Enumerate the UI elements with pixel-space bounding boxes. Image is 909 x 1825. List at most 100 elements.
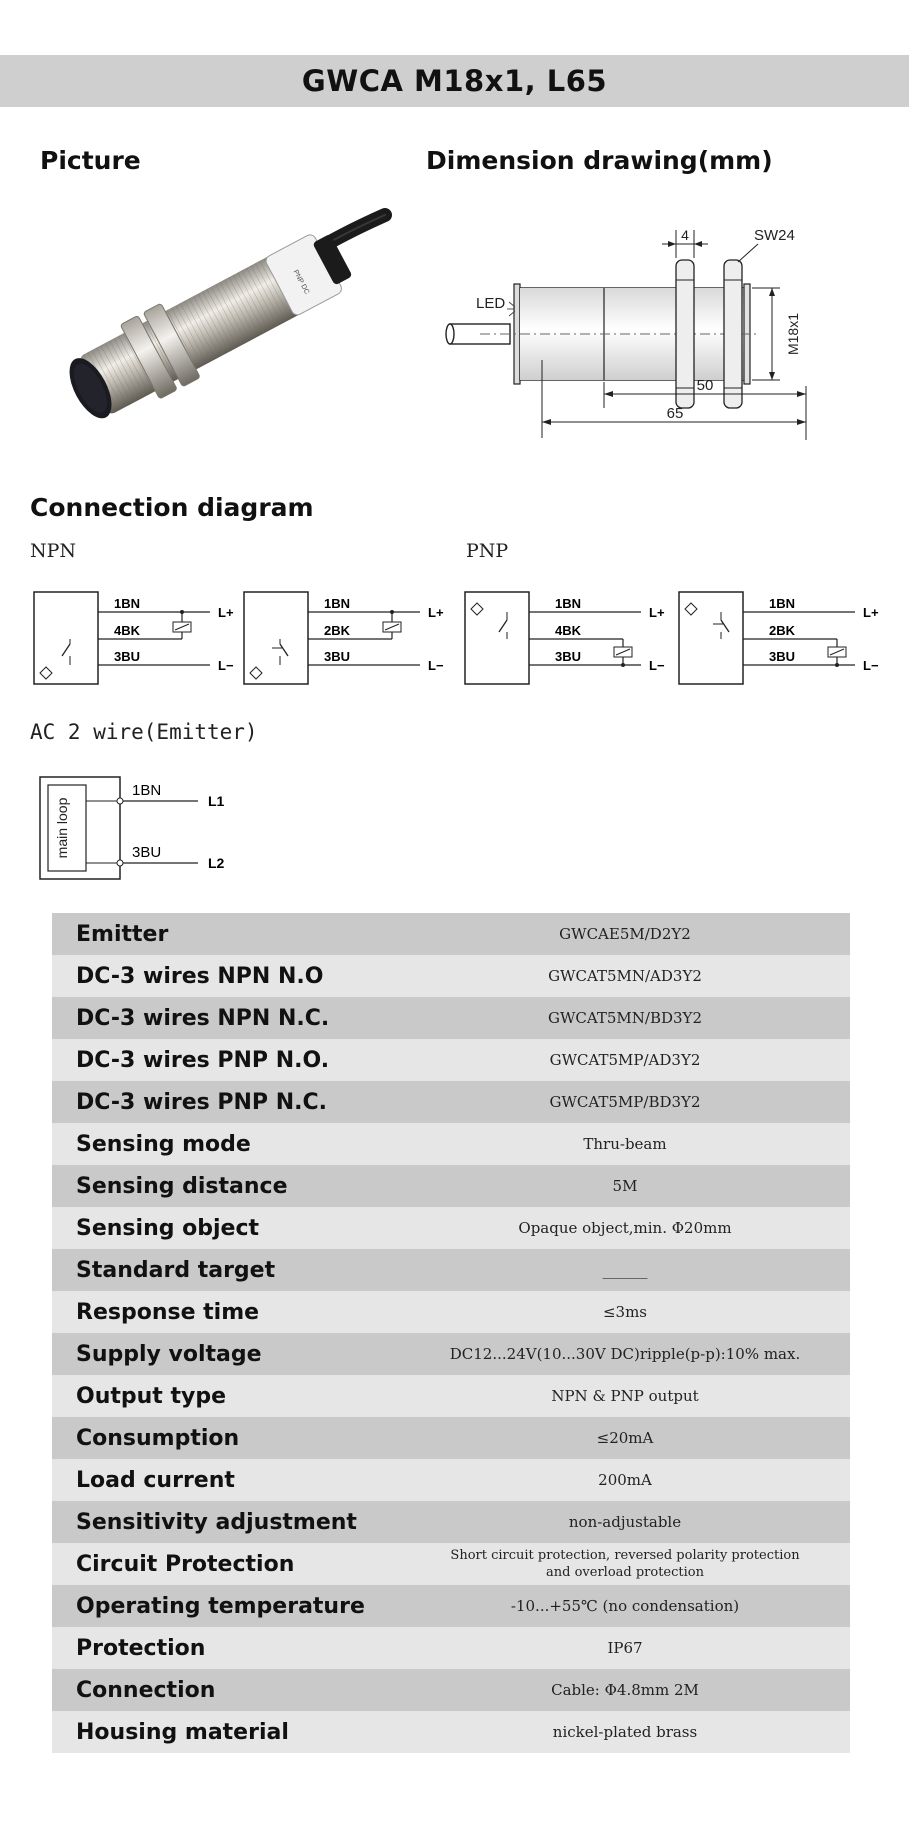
spec-label: DC-3 wires NPN N.C.: [52, 997, 400, 1039]
spec-value: Opaque object,min. Φ20mm: [400, 1207, 850, 1249]
spec-label: DC-3 wires PNP N.C.: [52, 1081, 400, 1123]
pnp-label: PNP: [466, 540, 509, 562]
spec-label: Emitter: [52, 913, 400, 955]
spec-label: Connection: [52, 1669, 400, 1711]
wiring-npn-nc: 1BN 2BK 3BU L+ L−: [243, 591, 444, 685]
spec-value: 200mA: [400, 1459, 850, 1501]
table-row: DC-3 wires PNP N.C.GWCAT5MP/BD3Y2: [52, 1081, 850, 1123]
spec-label: Response time: [52, 1291, 400, 1333]
svg-text:2BK: 2BK: [324, 623, 351, 638]
spec-label: Sensing mode: [52, 1123, 400, 1165]
wiring-ac-2wire: main loop 1BN 3BU L1 L2: [39, 776, 225, 880]
svg-text:L+: L+: [218, 605, 234, 620]
thread-length-label: 50: [697, 377, 714, 394]
sensor-photo: PNP DC: [69, 208, 392, 419]
svg-text:3BU: 3BU: [114, 649, 140, 664]
spec-value: nickel-plated brass: [400, 1711, 850, 1753]
spec-label: Sensing object: [52, 1207, 400, 1249]
svg-text:3BU: 3BU: [555, 649, 581, 664]
table-row: Circuit Protection Short circuit protecti…: [52, 1543, 850, 1585]
product-title: GWCA M18x1, L65: [301, 64, 608, 98]
led-label: LED: [476, 295, 505, 312]
svg-text:3BU: 3BU: [324, 649, 350, 664]
dimension-heading: Dimension drawing(mm): [426, 146, 773, 175]
spec-value: non-adjustable: [400, 1501, 850, 1543]
spec-label: Housing material: [52, 1711, 400, 1753]
sw-label: SW24: [754, 227, 795, 244]
thread-label: M18x1: [785, 313, 801, 355]
spec-label: DC-3 wires NPN N.O: [52, 955, 400, 997]
svg-text:main loop: main loop: [54, 797, 70, 858]
npn-label: NPN: [30, 540, 77, 562]
table-row: Response time≤3ms: [52, 1291, 850, 1333]
svg-text:L+: L+: [428, 605, 444, 620]
svg-text:L−: L−: [863, 658, 879, 673]
title-bar: GWCA M18x1, L65: [0, 55, 909, 107]
spec-label: Sensitivity adjustment: [52, 1501, 400, 1543]
svg-text:1BN: 1BN: [114, 596, 140, 611]
table-row: DC-3 wires PNP N.O.GWCAT5MP/AD3Y2: [52, 1039, 850, 1081]
spec-value-line: Short circuit protection, reversed polar…: [450, 1548, 800, 1563]
spec-value: ______: [400, 1249, 850, 1291]
spec-label: Sensing distance: [52, 1165, 400, 1207]
spec-value: ≤3ms: [400, 1291, 850, 1333]
spec-label: Consumption: [52, 1417, 400, 1459]
nut-width-label: 4: [681, 227, 689, 243]
spec-value: GWCAT5MN/AD3Y2: [400, 955, 850, 997]
svg-text:1BN: 1BN: [132, 782, 161, 799]
table-row: Consumption≤20mA: [52, 1417, 850, 1459]
spec-value: GWCAE5M/D2Y2: [400, 913, 850, 955]
spec-value: Cable: Φ4.8mm 2M: [400, 1669, 850, 1711]
svg-text:1BN: 1BN: [769, 596, 795, 611]
spec-value: ≤20mA: [400, 1417, 850, 1459]
spec-value: 5M: [400, 1165, 850, 1207]
svg-text:4BK: 4BK: [114, 623, 141, 638]
spec-value: Thru-beam: [400, 1123, 850, 1165]
ac-label: AC 2 wire(Emitter): [30, 720, 258, 744]
spec-label: Load current: [52, 1459, 400, 1501]
spec-value: NPN & PNP output: [400, 1375, 850, 1417]
svg-text:L2: L2: [208, 855, 225, 871]
wiring-pnp-nc: 1BN 2BK 3BU L+ L−: [678, 591, 879, 685]
spec-label: Standard target: [52, 1249, 400, 1291]
svg-text:3BU: 3BU: [769, 649, 795, 664]
svg-text:L+: L+: [649, 605, 665, 620]
spec-label: Output type: [52, 1375, 400, 1417]
spec-value: DC12...24V(10...30V DC)ripple(p-p):10% m…: [400, 1333, 850, 1375]
svg-text:L−: L−: [649, 658, 665, 673]
svg-text:L+: L+: [863, 605, 879, 620]
spec-label: Supply voltage: [52, 1333, 400, 1375]
spec-label: Operating temperature: [52, 1585, 400, 1627]
spec-value: Short circuit protection, reversed polar…: [400, 1543, 850, 1585]
table-row: Standard target______: [52, 1249, 850, 1291]
spec-value-line: and overload protection: [546, 1565, 704, 1580]
svg-text:4BK: 4BK: [555, 623, 582, 638]
wiring-npn-no: 1BN 4BK 3BU L+ L−: [33, 591, 234, 685]
svg-text:2BK: 2BK: [769, 623, 796, 638]
spec-label: DC-3 wires PNP N.O.: [52, 1039, 400, 1081]
spec-value: GWCAT5MP/AD3Y2: [400, 1039, 850, 1081]
dimension-drawing: LED 4 SW24 M18x1 50 65: [445, 227, 807, 440]
svg-text:1BN: 1BN: [555, 596, 581, 611]
table-row: Operating temperature-10...+55℃ (no cond…: [52, 1585, 850, 1627]
spec-label: Circuit Protection: [52, 1543, 400, 1585]
spec-label: Protection: [52, 1627, 400, 1669]
total-length-label: 65: [667, 405, 684, 422]
svg-text:L−: L−: [218, 658, 234, 673]
picture-heading: Picture: [40, 146, 141, 175]
table-row: DC-3 wires NPN N.C.GWCAT5MN/BD3Y2: [52, 997, 850, 1039]
wiring-pnp-no: 1BN 4BK 3BU L+ L−: [464, 591, 665, 685]
svg-text:L1: L1: [208, 793, 225, 809]
